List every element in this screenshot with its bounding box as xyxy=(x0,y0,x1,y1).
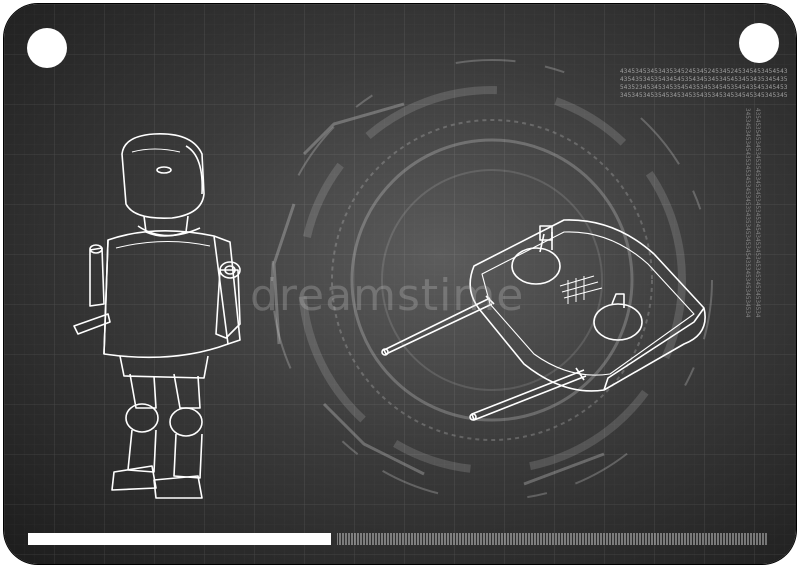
hud-circle-decoration xyxy=(271,59,713,501)
readout-line: 4354353453543454535434534534545345343534… xyxy=(620,76,788,83)
progress-bar xyxy=(28,532,768,546)
readout-line: 5435234534534535454353453454535454354534… xyxy=(620,84,788,91)
number-readout: 4345345345343534524534524534524534545345… xyxy=(620,68,790,100)
mounting-hole-right xyxy=(739,23,779,63)
readout-line: 3453453453545345345354353453453454534534… xyxy=(620,92,788,99)
progress-bar-ticks xyxy=(337,533,767,545)
robot-wireframe xyxy=(73,133,241,499)
robot-arm-left xyxy=(89,247,105,307)
progress-bar-fill xyxy=(28,533,331,545)
robot-head xyxy=(121,133,205,220)
watermark-text: dreamstime xyxy=(250,270,525,321)
mounting-hole-left xyxy=(27,28,67,68)
tank-barrel-upper xyxy=(383,297,493,355)
readout-column-b: 4354535453453453545345345345345345434534… xyxy=(754,108,761,318)
robot-torso xyxy=(103,230,229,359)
blueprint-board: 4345345345343534524534524534524534545345… xyxy=(4,4,796,564)
readout-line: 4345345345343534524534524534524534545345… xyxy=(620,68,788,75)
tank-hull xyxy=(469,219,706,392)
readout-column-a: 3453453453454353453453453453543534534534… xyxy=(744,108,751,318)
robot-leg-left xyxy=(129,373,157,409)
hover-tank-wireframe xyxy=(381,219,706,421)
tank-barrel-lower xyxy=(471,369,587,421)
